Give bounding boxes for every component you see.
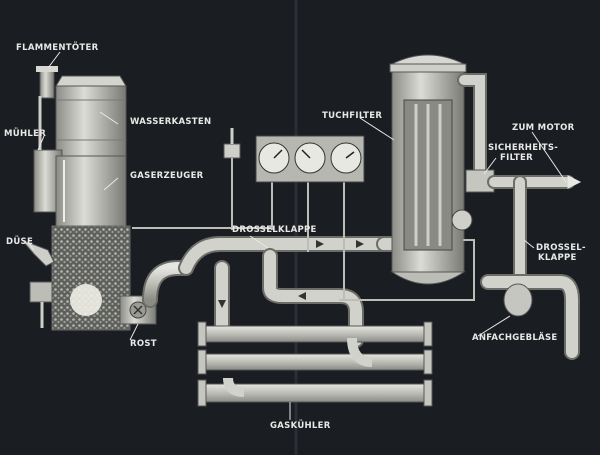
pipe-network — [142, 236, 408, 348]
glow-zone — [70, 284, 102, 316]
cloth-filter — [389, 54, 473, 285]
leader-lines — [27, 51, 567, 420]
label-anfachgeblase: ANFACHGEBLÄSE — [472, 333, 558, 343]
gauge-icon — [451, 209, 473, 231]
label-duse: DÜSE — [6, 237, 34, 247]
label-tuchfilter: TUCHFILTER — [322, 111, 383, 121]
label-gaskuhler: GASKÜHLER — [270, 421, 331, 431]
label-rost: ROST — [130, 339, 157, 349]
label-muhler: MÜHLER — [4, 129, 47, 139]
label-drosselklappe-center: DROSSELKLAPPE — [232, 225, 317, 235]
nozzle — [21, 239, 55, 267]
gas-generator — [21, 66, 157, 331]
label-sicherheitsfilter-1: SICHERHEITS- — [488, 143, 559, 153]
generator-body — [55, 155, 127, 227]
label-drosselklappe-right-1: DROSSEL- — [536, 243, 586, 253]
gas-cooler — [197, 321, 433, 407]
label-drosselklappe-right-2: KLAPPE — [538, 253, 577, 263]
label-gaserzeuger: GASERZEUGER — [130, 171, 204, 181]
water-box — [55, 85, 127, 157]
flow-arrow-icon — [218, 175, 582, 308]
gauge-panel — [132, 128, 365, 300]
label-wasserkasten: WASSERKASTEN — [130, 117, 212, 127]
blower — [503, 283, 533, 317]
label-zum-motor: ZUM MOTOR — [512, 123, 575, 133]
label-sicherheitsfilter-2: FILTER — [500, 153, 533, 163]
outlet-system — [339, 73, 580, 360]
label-flammentoter: FLAMMENTÖTER — [16, 43, 99, 53]
flame-arrester — [39, 67, 55, 99]
